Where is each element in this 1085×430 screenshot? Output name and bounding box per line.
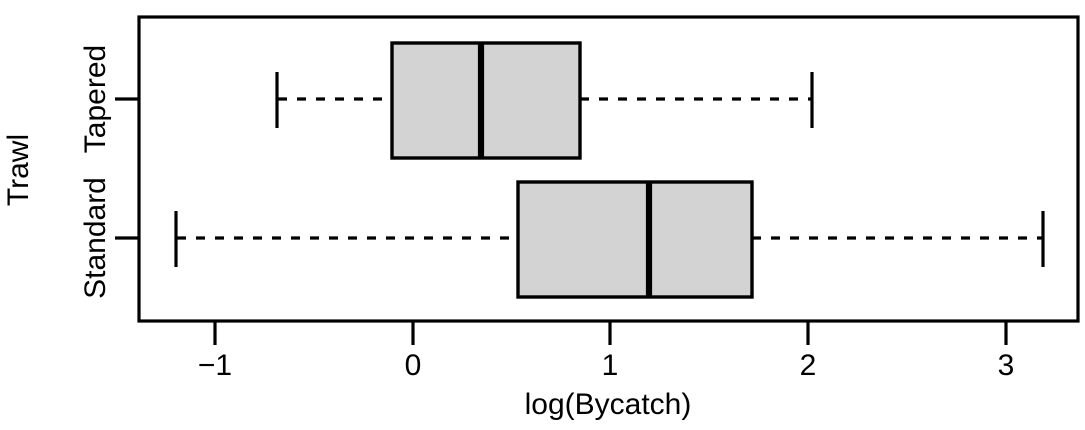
box-group-tapered: [275, 41, 814, 160]
y-axis: Tapered Standard Trawl: [2, 45, 139, 299]
y-tick-label-tapered: Tapered: [79, 45, 112, 153]
x-tick-label--1: −1: [198, 349, 232, 382]
x-tick-label-2: 2: [800, 349, 817, 382]
x-tick-label-0: 0: [405, 349, 422, 382]
y-axis-title: Trawl: [2, 134, 35, 206]
x-axis: −1 0 1 2 3 log(Bycatch): [198, 321, 1014, 421]
x-tick-label-1: 1: [602, 349, 619, 382]
y-tick-label-standard: Standard: [79, 177, 112, 299]
box-group-standard: [174, 180, 1045, 299]
box-tapered: [390, 41, 582, 160]
x-tick-label-3: 3: [998, 349, 1015, 382]
x-axis-title: log(Bycatch): [525, 388, 692, 421]
box-standard: [516, 180, 754, 299]
